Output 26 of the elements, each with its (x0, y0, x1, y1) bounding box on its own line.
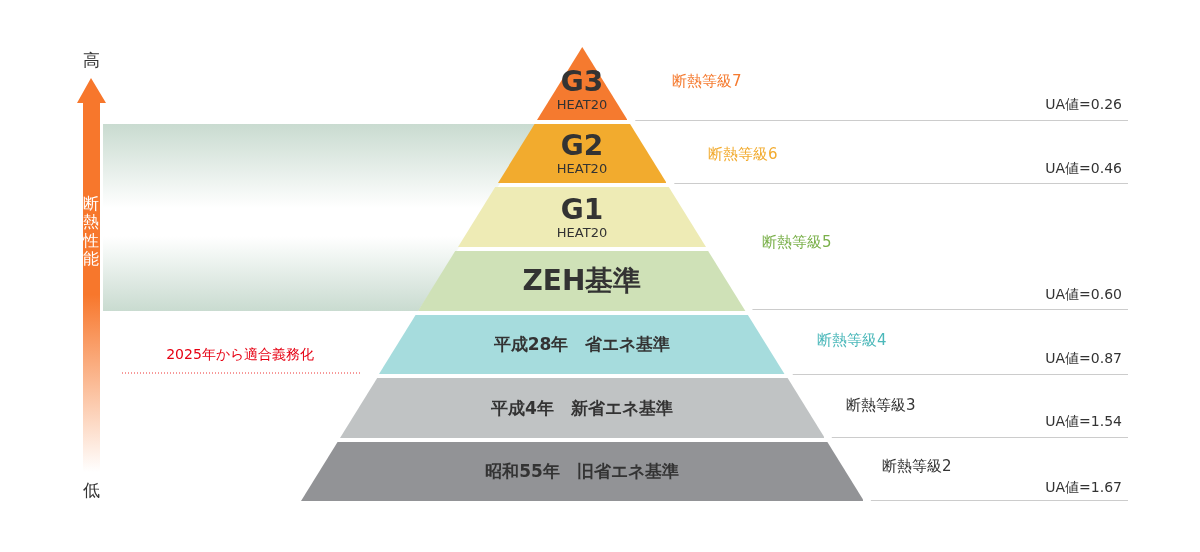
grade-label: 断熱等級3 (846, 398, 916, 413)
grade-label: 断熱等級6 (708, 147, 778, 162)
ua-value-label: UA値=0.60 (1045, 287, 1122, 301)
standard-subtitle: HEAT20 (556, 225, 608, 239)
ua-value-label: UA値=0.87 (1045, 351, 1122, 365)
grade-label: 断熱等級4 (817, 333, 887, 348)
grade-label: 断熱等級5 (762, 235, 832, 250)
grade-title: G2 (560, 132, 604, 160)
ua-value-label: UA値=1.54 (1045, 414, 1122, 428)
grade-label: 断熱等級7 (672, 74, 742, 89)
standard-subtitle: HEAT20 (556, 98, 608, 111)
grade-title: G3 (560, 68, 604, 96)
ua-value-label: UA値=0.46 (1045, 161, 1122, 175)
note-label: 2025年から適合義務化 (166, 347, 314, 361)
standard-label: 平成28年 省エネ基準 (493, 336, 671, 353)
ua-value-label: UA値=0.26 (1045, 97, 1122, 111)
standard-label: 平成4年 新省エネ基準 (491, 399, 673, 417)
standard-label: 昭和55年 旧省エネ基準 (485, 463, 679, 480)
grade-label: 断熱等級2 (882, 459, 952, 474)
ua-value-label: UA値=1.67 (1045, 480, 1122, 494)
axis-title: 断熱性能 (83, 195, 99, 269)
grade-title: G1 (560, 195, 604, 224)
standard-label: ZEH基準 (522, 267, 642, 295)
standard-subtitle: HEAT20 (556, 162, 608, 175)
axis-end-label: 高 (82, 52, 100, 69)
axis-end-label: 低 (82, 482, 100, 499)
